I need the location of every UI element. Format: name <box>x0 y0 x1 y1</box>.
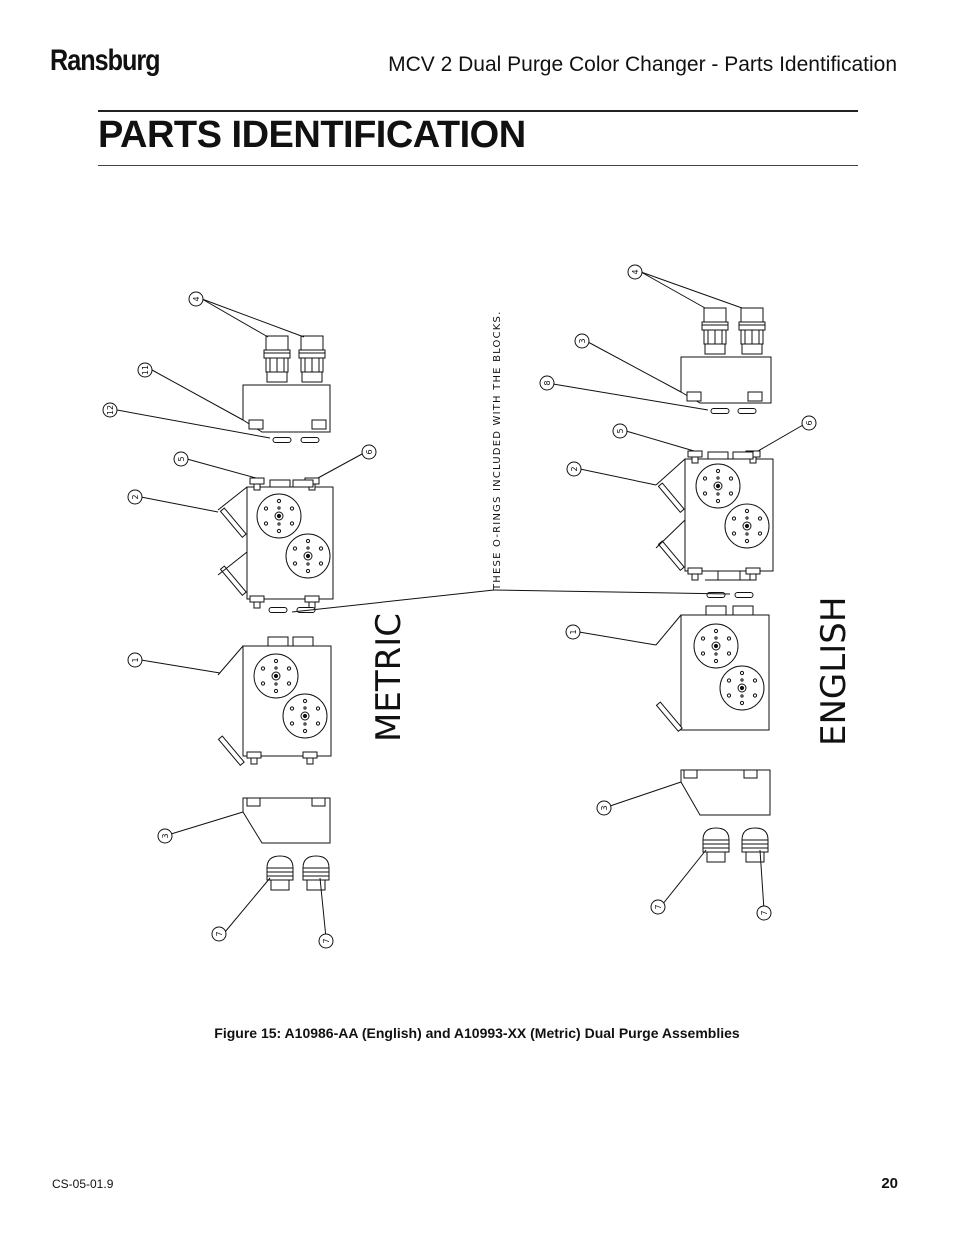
english-callout: 4 <box>631 269 640 274</box>
parts-diagram: 4 11 12 5 6 2 1 3 7 7 4 3 8 5 6 2 1 3 7 … <box>102 264 854 949</box>
figure-caption: Figure 15: A10986-AA (English) and A1099… <box>214 1025 740 1041</box>
english-callout: 8 <box>543 380 552 385</box>
header-rule-top <box>98 110 858 112</box>
metric-callout: 3 <box>161 833 170 838</box>
metric-callout: 12 <box>106 405 115 415</box>
english-callout: 5 <box>616 428 625 433</box>
page-heading: PARTS IDENTIFICATION <box>98 114 526 156</box>
metric-callout: 7 <box>215 931 224 936</box>
english-callout: 3 <box>578 338 587 343</box>
metric-callout: 5 <box>177 456 186 461</box>
english-label: ENGLISH <box>814 597 854 746</box>
metric-callout: 7 <box>322 938 331 943</box>
document-title: MCV 2 Dual Purge Color Changer - Parts I… <box>388 53 897 76</box>
english-callout: 7 <box>760 910 769 915</box>
english-callout: 7 <box>654 904 663 909</box>
o-ring-note: THESE O-RINGS INCLUDED WITH THE BLOCKS. <box>492 311 503 592</box>
metric-callout: 4 <box>192 296 201 301</box>
english-callout: 3 <box>600 805 609 810</box>
english-callout: 1 <box>569 629 578 634</box>
english-callout: 6 <box>805 420 814 425</box>
page-number: 20 <box>881 1175 898 1192</box>
metric-callout: 6 <box>365 449 374 454</box>
header-rule-bottom <box>98 165 858 166</box>
metric-callout: 11 <box>141 365 150 375</box>
metric-label: METRIC <box>369 613 409 742</box>
metric-callout: 1 <box>131 657 140 662</box>
english-callout: 2 <box>570 466 579 471</box>
metric-callout: 2 <box>131 494 140 499</box>
brand-logo: Ransburg <box>50 44 161 77</box>
document-number: CS-05-01.9 <box>52 1177 114 1191</box>
